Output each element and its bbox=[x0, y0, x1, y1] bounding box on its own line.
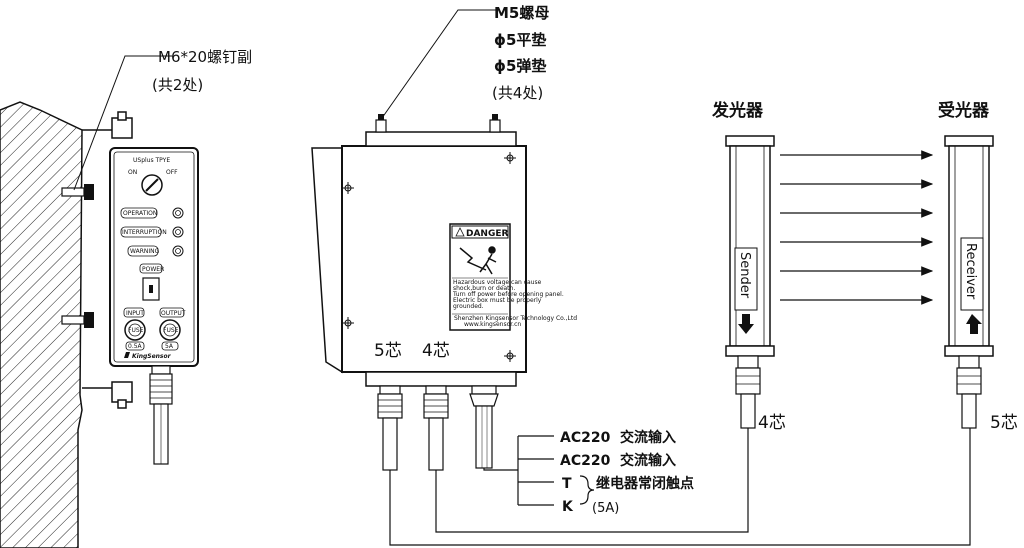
wiring-labels: AC220 交流输入 AC220 交流输入 T K 继电器常闭触点 (5A) bbox=[560, 429, 694, 516]
brand-logo-icon bbox=[124, 352, 130, 358]
controller-title: USplus TPYE bbox=[133, 157, 170, 164]
wire-2-desc: 交流输入 bbox=[620, 452, 676, 469]
electric-shock-icon bbox=[459, 246, 497, 275]
receiver-unit: Receiver bbox=[944, 135, 994, 429]
svg-text:shock,burn or death.: shock,burn or death. bbox=[453, 285, 515, 292]
wall-screw-bottom bbox=[61, 312, 94, 328]
danger-title: DANGER bbox=[466, 229, 509, 239]
wire-1-code: AC220 bbox=[560, 430, 611, 446]
sender-text: Sender bbox=[737, 252, 752, 299]
brand-label: KingSensor bbox=[132, 353, 172, 360]
svg-text:Turn off power before opening: Turn off power before opening panel. bbox=[452, 291, 564, 298]
callout-nut: M5螺母 ϕ5平垫 ϕ5弹垫 (共4处) bbox=[381, 4, 549, 119]
wall-hatched bbox=[0, 101, 83, 548]
relay-desc: 继电器常闭触点 bbox=[596, 475, 694, 492]
svg-text:INTERRUPTION: INTERRUPTION bbox=[122, 229, 167, 236]
wire-1-desc: 交流输入 bbox=[620, 429, 676, 446]
switch-off-label: OFF bbox=[166, 169, 178, 176]
receiver-title: 受光器 bbox=[938, 100, 990, 121]
wire-3-code: T bbox=[562, 476, 572, 492]
arrow-up-icon bbox=[966, 314, 982, 334]
relay-brace bbox=[579, 475, 595, 505]
arrow-down-icon bbox=[738, 314, 754, 334]
callout-screw: M6*20螺钉副 (共2处) bbox=[73, 48, 252, 191]
danger-label: DANGER Hazardous voltage can cause shock… bbox=[449, 223, 577, 331]
sender-title: 发光器 bbox=[711, 100, 764, 121]
svg-text:www.kingsensor.cn: www.kingsensor.cn bbox=[464, 321, 521, 328]
power-label: POWER bbox=[142, 266, 164, 273]
switch-on-label: ON bbox=[128, 169, 137, 176]
warning-triangle-icon bbox=[455, 227, 465, 237]
wire-4-code: K bbox=[562, 499, 574, 515]
svg-text:Shenzhen Kingsensor Technology: Shenzhen Kingsensor Technology Co.,Ltd bbox=[454, 315, 577, 322]
box-power-gland bbox=[469, 385, 499, 469]
port-4core-label: 4芯 bbox=[422, 341, 450, 361]
svg-text:grounded.: grounded. bbox=[453, 303, 484, 310]
fuse-input[interactable]: FUSE bbox=[124, 319, 146, 341]
svg-text:FUSE: FUSE bbox=[128, 327, 144, 334]
controller-connector bbox=[149, 365, 173, 465]
wire-2-code: AC220 bbox=[560, 453, 611, 469]
indicator-warning: WARNING bbox=[127, 245, 184, 257]
indicator-interruption: INTERRUPTION bbox=[120, 226, 184, 238]
receiver-cable-label: 5芯 bbox=[990, 413, 1018, 433]
callout-nut-line4: (共4处) bbox=[492, 84, 543, 102]
callout-nut-line1: M5螺母 bbox=[494, 4, 549, 22]
output-label: OUTPUT bbox=[161, 310, 186, 317]
electric-box: DANGER Hazardous voltage can cause shock… bbox=[311, 114, 577, 387]
light-beams bbox=[780, 150, 934, 305]
port-5core-label: 5芯 bbox=[374, 341, 402, 361]
sender-unit: Sender bbox=[725, 135, 775, 429]
svg-text:FUSE: FUSE bbox=[163, 327, 179, 334]
input-rating: 0.5A bbox=[128, 343, 143, 350]
callout-screw-line2: (共2处) bbox=[152, 76, 203, 94]
fuse-output[interactable]: FUSE bbox=[159, 319, 181, 341]
box-connector-5core bbox=[377, 385, 403, 471]
controller-front: USplus TPYE ON OFF OPERATION INTERRUPTIO… bbox=[109, 147, 199, 367]
svg-text:OPERATION: OPERATION bbox=[123, 210, 157, 217]
callout-nut-line2: ϕ5平垫 bbox=[494, 31, 546, 49]
receiver-text: Receiver bbox=[963, 243, 978, 300]
callout-nut-line3: ϕ5弹垫 bbox=[494, 57, 546, 75]
wall-screw-top bbox=[61, 184, 94, 200]
wiring-cables bbox=[389, 428, 971, 546]
svg-text:Hazardous voltage can cause: Hazardous voltage can cause bbox=[453, 279, 542, 286]
svg-text:WARNING: WARNING bbox=[130, 248, 160, 255]
relay-rating: (5A) bbox=[592, 501, 619, 516]
mounting-bracket bbox=[82, 111, 133, 409]
box-connector-4core bbox=[423, 385, 449, 471]
indicator-operation: OPERATION bbox=[120, 207, 184, 219]
input-label: INPUT bbox=[126, 310, 144, 317]
svg-text:Electric box must be properly: Electric box must be properly bbox=[453, 297, 542, 304]
sender-cable-label: 4芯 bbox=[758, 413, 786, 433]
output-rating: 5A bbox=[165, 343, 174, 350]
callout-screw-line1: M6*20螺钉副 bbox=[158, 48, 252, 66]
